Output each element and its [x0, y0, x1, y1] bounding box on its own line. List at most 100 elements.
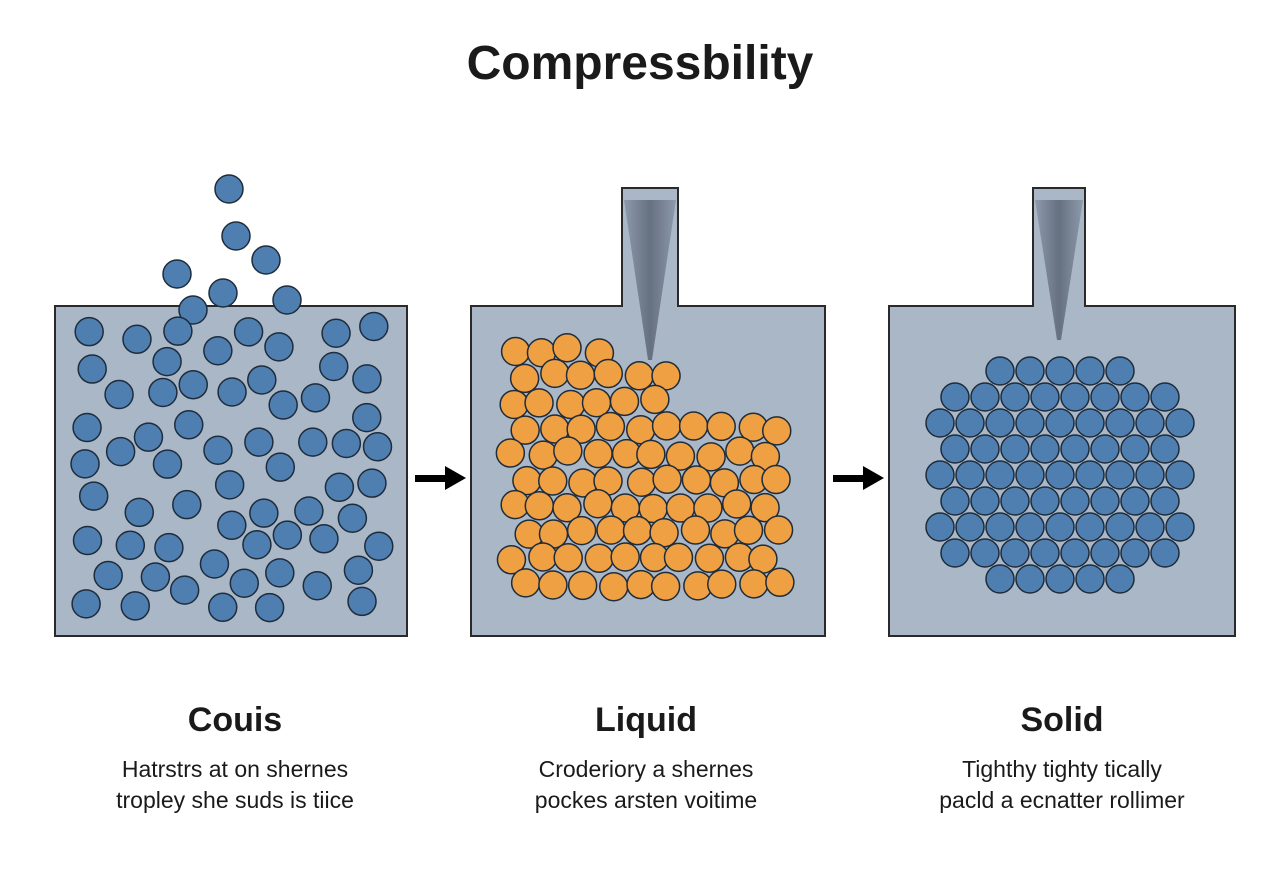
- solid-particle: [1045, 408, 1075, 438]
- gas-particle: [77, 354, 107, 384]
- solid-particle: [1090, 434, 1120, 464]
- solid-particle: [955, 408, 985, 438]
- gas-particle: [229, 568, 260, 598]
- liquid-particle: [640, 384, 670, 415]
- gas-particle: [174, 410, 204, 440]
- liquid-particle: [609, 386, 640, 417]
- liquid-particle: [496, 545, 527, 575]
- liquid-particle: [624, 361, 655, 391]
- solid-particle: [940, 486, 970, 516]
- gas-particle: [152, 449, 183, 479]
- liquid-particle: [622, 515, 653, 546]
- gas-particle: [120, 591, 151, 621]
- liquid-particle: [596, 515, 626, 545]
- solid-particle: [1075, 356, 1105, 386]
- gas-particle: [217, 510, 247, 541]
- solid-particle: [1000, 538, 1030, 568]
- gas-particle: [71, 589, 101, 619]
- liquid-particle: [681, 465, 712, 495]
- liquid-particle: [500, 336, 531, 367]
- solid-particle: [985, 460, 1015, 490]
- solid-particle: [955, 512, 985, 542]
- gas-particle: [294, 496, 324, 526]
- liquid-particle: [556, 389, 586, 420]
- liquid-particle: [765, 567, 795, 598]
- gas-particle: [214, 470, 245, 500]
- solid-particle: [1120, 538, 1150, 568]
- liquid-particle: [693, 493, 723, 523]
- solid-particle: [1030, 538, 1060, 568]
- liquid-particle: [651, 411, 682, 441]
- gas-particle: [122, 324, 152, 355]
- liquid-particle: [528, 542, 558, 572]
- solid-particle: [1105, 408, 1135, 438]
- gas-particle: [93, 560, 123, 591]
- caption-heading: Solid: [1020, 701, 1104, 739]
- liquid-particle: [694, 543, 725, 574]
- liquid-particle: [739, 569, 769, 599]
- solid-particle: [1060, 434, 1090, 464]
- solid-particle: [1090, 486, 1120, 516]
- solid-particle: [1030, 434, 1060, 464]
- liquid-particle: [565, 360, 596, 390]
- gas-particle: [199, 549, 230, 579]
- gas-particle: [264, 332, 294, 362]
- caption-line: pockes arsten voitime: [534, 787, 758, 813]
- gas-particle: [265, 452, 296, 482]
- gas-particle: [298, 427, 328, 457]
- liquid-particle: [626, 467, 657, 498]
- gas-particle: [154, 532, 184, 563]
- solid-particle: [1105, 564, 1135, 594]
- gas-particle: [217, 377, 247, 407]
- solid-particle: [1000, 434, 1030, 464]
- gas-particle: [244, 427, 274, 457]
- gas-particle: [302, 570, 333, 601]
- solid-particle: [1015, 564, 1045, 594]
- gas-particle: [347, 586, 377, 617]
- gas-particle: [300, 383, 331, 413]
- gas-particle: [265, 558, 295, 588]
- solid-particle: [1135, 512, 1165, 542]
- solid-particle: [1045, 564, 1075, 594]
- liquid-particle: [625, 415, 656, 445]
- gas-particle: [268, 390, 298, 420]
- solid-particle: [1060, 382, 1090, 412]
- gas-particle: [331, 428, 362, 459]
- solid-particle: [1150, 382, 1180, 412]
- gas-particle: [343, 555, 374, 585]
- solid-particle: [1030, 382, 1060, 412]
- gas-particle: [178, 369, 209, 400]
- solid-particle: [1000, 486, 1030, 516]
- solid-particle: [1015, 408, 1045, 438]
- caption-line: pacld a ecnatter rollimer: [939, 787, 1185, 813]
- solid-particle: [940, 382, 970, 412]
- gas-particle: [359, 311, 389, 342]
- liquid-particle: [495, 438, 526, 468]
- liquid-particle: [651, 361, 681, 391]
- solid-particle: [1165, 408, 1195, 438]
- piston-solid: [1035, 200, 1083, 340]
- solid-particle: [1120, 434, 1150, 464]
- liquid-particle: [706, 411, 736, 442]
- caption-line: Hatrstrs at on shernes: [121, 756, 349, 782]
- solid-particle: [1015, 356, 1045, 386]
- solid-particle: [925, 408, 955, 438]
- gas-particle: [214, 174, 244, 204]
- solid-particle: [1075, 408, 1105, 438]
- gas-particle: [251, 245, 281, 275]
- liquid-particle: [566, 414, 596, 444]
- gas-particle: [321, 318, 351, 349]
- liquid-particle: [763, 515, 794, 545]
- caption-line: Croderiory a shernes: [538, 756, 754, 782]
- liquid-particle: [567, 570, 598, 601]
- solid-particle: [1090, 382, 1120, 412]
- gas-particle: [178, 295, 208, 325]
- liquid-particle: [510, 568, 541, 598]
- gas-particle: [272, 285, 302, 315]
- gas-particle: [247, 365, 277, 395]
- liquid-particle: [725, 436, 755, 466]
- gas-particle: [208, 278, 238, 308]
- liquid-particle: [593, 358, 624, 389]
